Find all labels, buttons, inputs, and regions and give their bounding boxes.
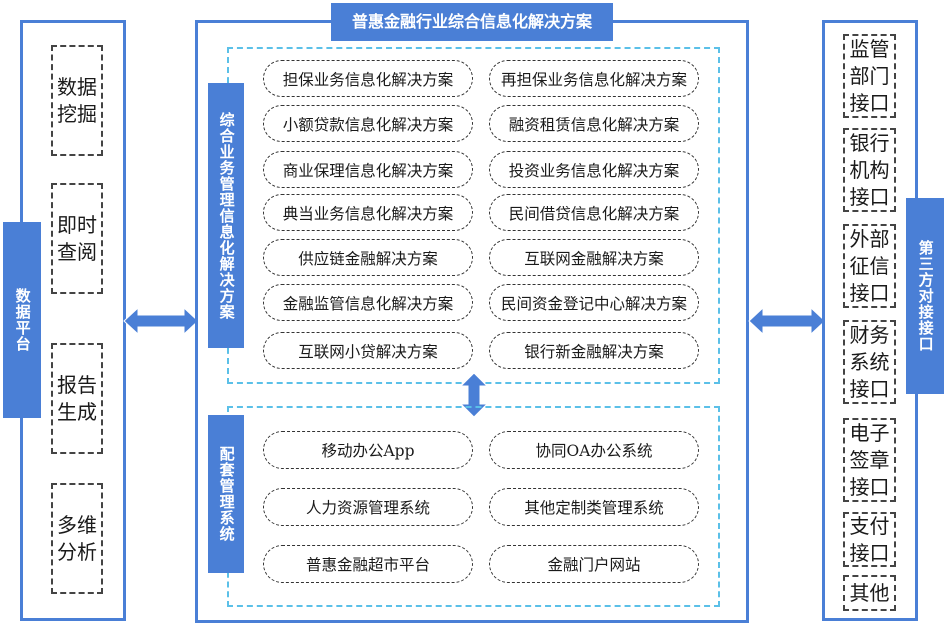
data-platform-label: 数据平台 [13, 288, 32, 352]
multidim-analysis-text: 多维分析 [57, 512, 97, 564]
data-mining-text: 数据挖掘 [57, 74, 97, 126]
report-generation-text: 报告生成 [57, 372, 97, 424]
payment-interface-text: 支付接口 [849, 513, 890, 565]
solution-guarantee: 担保业务信息化解决方案 [263, 60, 473, 97]
system-custom: 其他定制类管理系统 [489, 488, 699, 526]
solution-leasing: 融资租赁信息化解决方案 [489, 105, 699, 142]
bank-interface-text: 银行机构接口 [849, 130, 890, 209]
solution-regulation: 金融监管信息化解决方案 [263, 284, 473, 321]
system-finance-portal: 金融门户网站 [489, 545, 699, 583]
business-solutions-label: 综合业务管理信息化解决方案 [217, 111, 236, 320]
solution-bank-new-finance: 银行新金融解决方案 [489, 332, 699, 369]
solution-private-lending: 民间借贷信息化解决方案 [489, 194, 699, 231]
solution-factoring: 商业保理信息化解决方案 [263, 151, 473, 188]
business-solutions-tab: 综合业务管理信息化解决方案 [208, 83, 244, 348]
page-title: 普惠金融行业综合信息化解决方案 [351, 11, 592, 31]
pill-label: 金融监管信息化解决方案 [282, 294, 454, 313]
third-party-tab: 第三方对接接口 [906, 198, 944, 394]
solution-microloan: 小额贷款信息化解决方案 [263, 105, 473, 142]
system-finance-supermarket: 普惠金融超市平台 [263, 545, 473, 583]
right-double-arrow-icon [748, 306, 826, 336]
title-tab: 普惠金融行业综合信息化解决方案 [331, 3, 613, 41]
solution-supply-chain: 供应链金融解决方案 [263, 239, 473, 276]
left-double-arrow-icon [123, 306, 199, 336]
support-systems-tab: 配套管理系统 [208, 415, 244, 573]
pill-label: 银行新金融解决方案 [524, 342, 664, 361]
finance-system-interface-box: 财务系统接口 [843, 320, 896, 404]
credit-interface-text: 外部征信接口 [849, 226, 890, 305]
pill-label: 典当业务信息化解决方案 [282, 204, 454, 223]
solution-capital-registry: 民间资金登记中心解决方案 [489, 284, 699, 321]
solution-investment: 投资业务信息化解决方案 [489, 151, 699, 188]
system-mobile-office-app: 移动办公App [263, 431, 473, 469]
pill-label: 再担保业务信息化解决方案 [500, 70, 687, 89]
pill-label: 担保业务信息化解决方案 [282, 70, 454, 89]
solution-reguarantee: 再担保业务信息化解决方案 [489, 60, 699, 97]
multidim-analysis-box: 多维分析 [51, 483, 103, 594]
pill-label: 商业保理信息化解决方案 [282, 161, 454, 180]
pill-label: 互联网金融解决方案 [524, 249, 664, 268]
e-signature-interface-text: 电子签章接口 [849, 420, 890, 499]
pill-label: 移动办公App [321, 442, 415, 460]
pill-label: 小额贷款信息化解决方案 [282, 115, 454, 134]
data-mining-box: 数据挖掘 [51, 45, 103, 156]
pill-label: 互联网小贷解决方案 [298, 342, 438, 361]
pill-label: 供应链金融解决方案 [298, 249, 438, 268]
support-systems-label: 配套管理系统 [217, 446, 236, 542]
pill-label: 其他定制类管理系统 [524, 499, 664, 517]
system-oa: 协同OA办公系统 [489, 431, 699, 469]
instant-query-box: 即时查阅 [51, 183, 103, 294]
solution-internet-microloan: 互联网小贷解决方案 [263, 332, 473, 369]
pill-label: 投资业务信息化解决方案 [508, 161, 680, 180]
pill-label: 民间借贷信息化解决方案 [508, 204, 680, 223]
data-platform-tab: 数据平台 [3, 222, 41, 418]
system-hr: 人力资源管理系统 [263, 488, 473, 526]
bank-interface-box: 银行机构接口 [843, 128, 896, 212]
pill-label: 人力资源管理系统 [305, 499, 430, 517]
instant-query-text: 即时查阅 [57, 212, 97, 264]
credit-interface-box: 外部征信接口 [843, 224, 896, 308]
report-generation-box: 报告生成 [51, 343, 103, 454]
other-interface-box: 其他 [843, 575, 896, 611]
e-signature-interface-box: 电子签章接口 [843, 418, 896, 502]
solution-internet-finance: 互联网金融解决方案 [489, 239, 699, 276]
third-party-label: 第三方对接接口 [916, 240, 935, 352]
pill-label: 协同OA办公系统 [535, 442, 653, 460]
pill-label: 普惠金融超市平台 [305, 556, 430, 574]
other-interface-text: 其他 [849, 580, 890, 605]
pill-label: 民间资金登记中心解决方案 [500, 294, 687, 313]
payment-interface-box: 支付接口 [843, 512, 896, 567]
pill-label: 融资租赁信息化解决方案 [508, 115, 680, 134]
pill-label: 金融门户网站 [547, 556, 641, 574]
regulator-interface-box: 监管部门接口 [843, 34, 896, 118]
finance-system-interface-text: 财务系统接口 [849, 322, 890, 401]
solution-pawn: 典当业务信息化解决方案 [263, 194, 473, 231]
regulator-interface-text: 监管部门接口 [849, 36, 890, 115]
